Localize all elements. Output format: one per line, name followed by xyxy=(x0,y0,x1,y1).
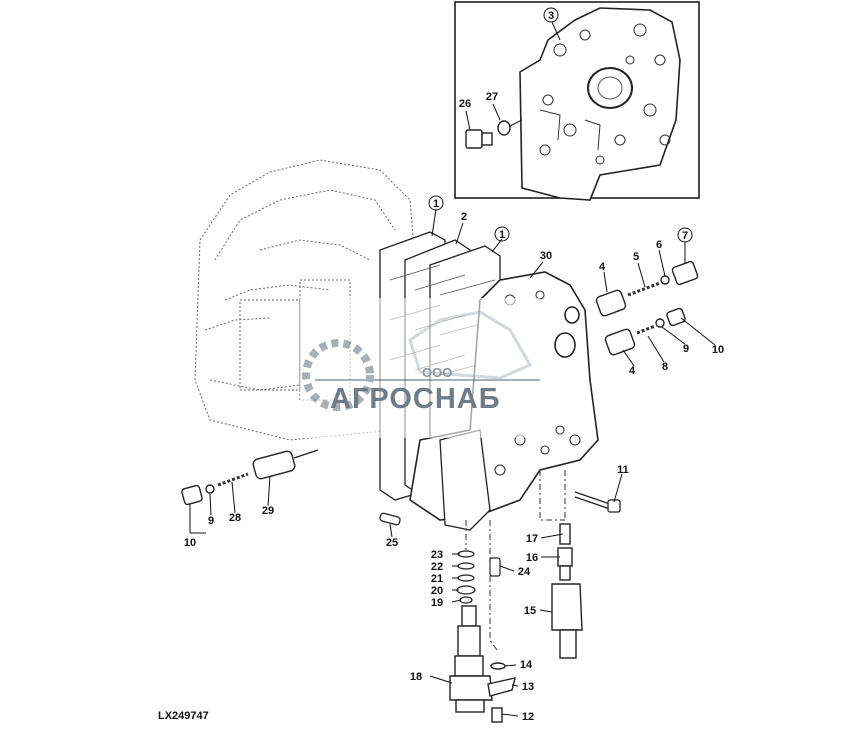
lower-valve-assembly xyxy=(604,307,686,356)
callout-4-upper: 4 xyxy=(599,261,606,273)
callout-29: 29 xyxy=(262,505,274,517)
callout-21: 21 xyxy=(431,573,443,585)
dowel-pin xyxy=(379,512,401,526)
callout-23: 23 xyxy=(431,549,443,561)
callout-10-right: 10 xyxy=(712,344,724,356)
left-valve-assembly xyxy=(181,449,319,506)
callout-10-left: 10 xyxy=(184,537,196,549)
callout-28: 28 xyxy=(229,512,241,524)
callout-8: 8 xyxy=(662,361,668,373)
upper-valve-assembly xyxy=(595,260,699,317)
callout-25: 25 xyxy=(386,537,398,549)
callout-15: 15 xyxy=(524,605,536,617)
svg-text:3: 3 xyxy=(548,10,554,22)
callout-13: 13 xyxy=(522,681,534,693)
callout-18: 18 xyxy=(410,671,422,683)
callout-16: 16 xyxy=(526,552,538,564)
svg-text:1: 1 xyxy=(433,198,439,210)
callout-24: 24 xyxy=(518,566,531,578)
callout-9-left: 9 xyxy=(208,515,214,527)
washer-stack xyxy=(456,550,476,604)
svg-text:7: 7 xyxy=(682,230,688,242)
callout-11: 11 xyxy=(617,464,629,476)
callout-27: 27 xyxy=(486,91,498,103)
inset-detail xyxy=(454,1,700,201)
callout-20: 20 xyxy=(431,585,443,597)
watermark-prefix: ООО xyxy=(422,365,453,380)
callout-17: 17 xyxy=(526,533,538,545)
pressure-sensor-assembly xyxy=(551,523,583,659)
svg-text:1: 1 xyxy=(499,229,505,241)
callout-14: 14 xyxy=(520,659,533,671)
spring xyxy=(489,557,501,577)
watermark-logo xyxy=(300,298,540,438)
assembly-guide-lines xyxy=(465,470,566,651)
callout-5: 5 xyxy=(633,251,639,263)
callout-30: 30 xyxy=(540,250,552,262)
leader-lines xyxy=(189,21,716,717)
callout-4-lower: 4 xyxy=(629,365,636,377)
callout-labels: 3 26 27 1 2 1 30 4 5 6 7 9 10 8 4 11 10 … xyxy=(184,7,724,723)
watermark-company-name: АГРОСНАБ xyxy=(330,383,501,415)
callout-26: 26 xyxy=(459,98,471,110)
solenoid-assembly xyxy=(449,605,516,723)
callout-6: 6 xyxy=(656,239,662,251)
callout-1-b: 1 xyxy=(494,226,510,242)
callout-19: 19 xyxy=(431,597,443,609)
callout-22: 22 xyxy=(431,561,443,573)
callout-12: 12 xyxy=(522,711,534,723)
bolt xyxy=(574,491,621,513)
callout-9-right: 9 xyxy=(683,343,689,355)
callout-1-a: 1 xyxy=(428,195,444,211)
callout-7: 7 xyxy=(677,227,693,243)
callout-2: 2 xyxy=(461,211,467,223)
callout-3: 3 xyxy=(543,7,559,23)
reference-code: LX249747 xyxy=(158,710,209,722)
